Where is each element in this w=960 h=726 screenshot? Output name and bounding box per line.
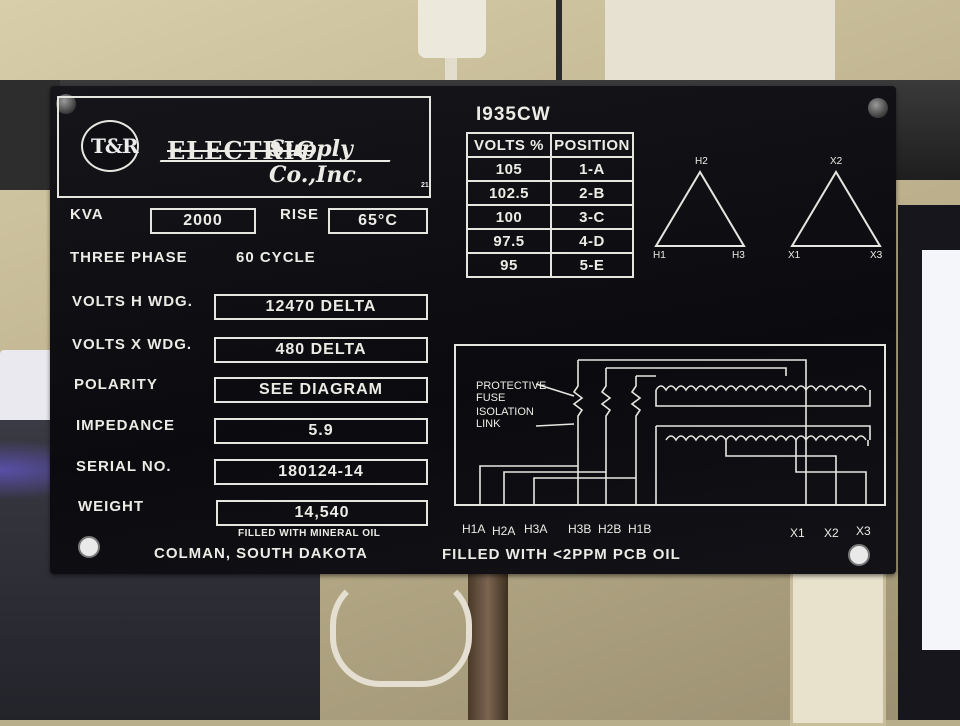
logo-circle <box>81 120 139 172</box>
coiled-wires <box>330 575 472 687</box>
impedance-value: 5.9 <box>214 418 428 444</box>
screw-icon <box>56 94 76 114</box>
kva-label: KVA <box>70 206 104 223</box>
wiring-schematic <box>479 359 871 504</box>
delta-x-right-label: X3 <box>870 250 883 261</box>
tap-position: 1-A <box>550 156 634 182</box>
logo-electric-word: ELECTRIC <box>167 136 316 165</box>
terminal-x3: X3 <box>856 524 871 538</box>
fill-note: FILLED WITH MINERAL OIL <box>238 528 381 539</box>
delta-x-top-label: X2 <box>830 156 843 167</box>
logo-code: 21 <box>421 182 429 189</box>
volts-h-value: 12470 DELTA <box>214 294 428 320</box>
logo-company-name: Supply Co.,Inc. <box>269 136 364 188</box>
tap-volts: 97.5 <box>466 228 552 254</box>
serial-label: SERIAL NO. <box>76 458 172 475</box>
tap-table: VOLTS % POSITION 105 1-A 102.5 2-B 100 3… <box>466 132 634 278</box>
weight-label: WEIGHT <box>78 498 144 515</box>
table-row: 102.5 2-B <box>466 180 634 206</box>
lightning-bolt-icon <box>157 160 391 168</box>
model-number: I935CW <box>476 104 551 125</box>
polarity-label: POLARITY <box>74 376 158 393</box>
fuse-label-1: PROTECTIVE <box>476 380 547 392</box>
delta-h-top-label: H2 <box>695 156 708 167</box>
wiring-diagram: PROTECTIVE FUSE ISOLATION LINK <box>454 344 886 506</box>
table-row: 100 3-C <box>466 204 634 230</box>
terminal-h2b: H2B <box>598 522 622 536</box>
tap-table-header: VOLTS % POSITION <box>466 132 634 158</box>
terminal-x1: X1 <box>790 526 805 540</box>
transformer-nameplate: T&R ELECTRIC Supply Co.,Inc. 21 KVA 2000… <box>50 86 896 574</box>
terminal-h1b: H1B <box>628 522 652 536</box>
terminal-h1a: H1A <box>462 522 486 536</box>
volts-x-value: 480 DELTA <box>214 337 428 363</box>
serial-value: 180124-14 <box>214 459 428 485</box>
black-cable <box>556 0 562 90</box>
fuse-label-2: FUSE <box>476 392 506 404</box>
delta-h-triangle-icon <box>654 170 746 247</box>
terminal-x2: X2 <box>824 526 839 540</box>
power-plug <box>418 0 486 58</box>
rise-value: 65°C <box>328 208 428 234</box>
tap-volts: 105 <box>466 156 552 182</box>
cycle-text: 60 CYCLE <box>236 249 316 266</box>
volts-x-label: VOLTS X WDG. <box>72 336 193 353</box>
table-row: 105 1-A <box>466 156 634 182</box>
support-pole <box>468 570 508 720</box>
location-text: COLMAN, SOUTH DAKOTA <box>154 545 368 562</box>
mounting-hole-icon <box>848 544 870 566</box>
terminal-h3a: H3A <box>524 522 548 536</box>
tap-position: 3-C <box>550 204 634 230</box>
tap-volts: 102.5 <box>466 180 552 206</box>
pcb-note: FILLED WITH <2PPM PCB OIL <box>442 546 681 563</box>
phase-text: THREE PHASE <box>70 249 188 266</box>
link-label-2: LINK <box>476 418 501 430</box>
tap-position: 5-E <box>550 252 634 278</box>
delta-h-right-label: H3 <box>732 250 745 261</box>
weight-value: 14,540 <box>216 500 428 526</box>
impedance-label: IMPEDANCE <box>76 417 176 434</box>
terminal-h2a: H2A <box>492 524 516 538</box>
tap-position: 4-D <box>550 228 634 254</box>
rise-label: RISE <box>280 206 320 223</box>
mounting-hole-icon <box>78 536 100 558</box>
posted-note-text <box>700 14 810 64</box>
tap-volts: 100 <box>466 204 552 230</box>
link-label-1: ISOLATION <box>476 406 534 418</box>
kva-value: 2000 <box>150 208 256 234</box>
tap-volts: 95 <box>466 252 552 278</box>
monitor-screen <box>922 250 960 650</box>
volts-h-label: VOLTS H WDG. <box>72 293 193 310</box>
table-row: 97.5 4-D <box>466 228 634 254</box>
logo-mark: T&R <box>91 134 139 158</box>
delta-x-left-label: X1 <box>788 250 801 261</box>
posted-note <box>605 0 835 84</box>
tap-header-position: POSITION <box>550 132 634 158</box>
delta-h-left-label: H1 <box>653 250 666 261</box>
polarity-value: SEE DIAGRAM <box>214 377 428 403</box>
screw-icon <box>868 98 888 118</box>
terminal-h3b: H3B <box>568 522 592 536</box>
company-logo: T&R ELECTRIC Supply Co.,Inc. 21 <box>57 96 431 198</box>
tap-header-volts: VOLTS % <box>466 132 552 158</box>
door-frame <box>790 570 886 726</box>
delta-x-triangle-icon <box>790 170 882 247</box>
table-row: 95 5-E <box>466 252 634 278</box>
tap-position: 2-B <box>550 180 634 206</box>
